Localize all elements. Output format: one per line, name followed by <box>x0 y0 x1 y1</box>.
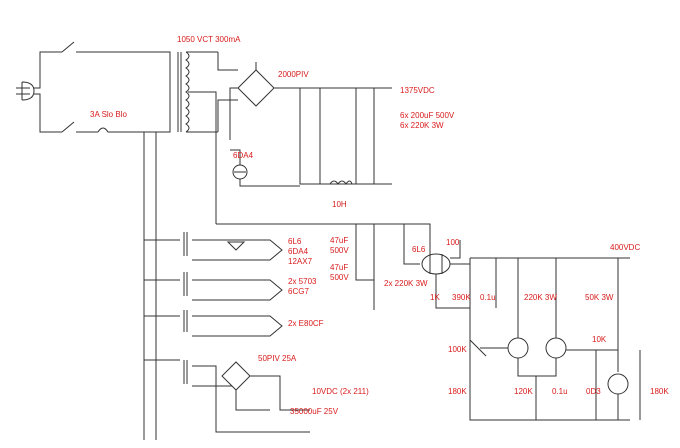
wiring <box>16 41 641 440</box>
label-res-180k-b: 180K <box>650 387 669 396</box>
label-cap-35000: 35000uF 25V <box>290 407 339 416</box>
label-res-10k: 10K <box>592 335 607 344</box>
label-rect-tube: 6DA4 <box>233 151 254 160</box>
label-fil1-c: 12AX7 <box>288 257 313 266</box>
label-cap-47-b: 47uF <box>330 263 348 272</box>
label-res-100: 100 <box>446 238 460 247</box>
label-res-50k-3w: 50K 3W <box>585 293 614 302</box>
label-fuse: 3A Slo Blo <box>90 110 127 119</box>
label-output-lv: 10VDC (2x 211) <box>312 387 369 396</box>
label-pot-100k: 100K <box>448 345 467 354</box>
label-tube-0d3: 0D3 <box>586 387 601 396</box>
label-output-400: 400VDC <box>610 243 640 252</box>
label-res-180k-a: 180K <box>448 387 467 396</box>
label-res-390k: 390K <box>452 293 471 302</box>
label-res-220k-pair: 2x 220K 3W <box>384 279 428 288</box>
label-res-220k-3w: 220K 3W <box>524 293 557 302</box>
label-tube-6l6: 6L6 <box>412 245 426 254</box>
label-fil2-a: 2x 5703 <box>288 277 317 286</box>
label-cap-bank-2: 6x 220K 3W <box>400 121 444 130</box>
label-v500-a: 500V <box>330 246 349 255</box>
label-fil2-b: 6CG7 <box>288 287 309 296</box>
label-output-hv: 1375VDC <box>400 86 435 95</box>
label-fil1-a: 6L6 <box>288 237 302 246</box>
label-cap-01-b: 0.1u <box>552 387 568 396</box>
label-res-120k: 120K <box>514 387 533 396</box>
label-v500-b: 500V <box>330 273 349 282</box>
label-bridge-lv: 50PIV 25A <box>258 354 297 363</box>
label-cap-01: 0.1u <box>480 293 496 302</box>
label-cap-bank-1: 6x 200uF 500V <box>400 111 455 120</box>
label-fil1-b: 6DA4 <box>288 247 309 256</box>
label-choke: 10H <box>332 200 347 209</box>
label-transformer-main: 1050 VCT 300mA <box>177 35 241 44</box>
label-cap-47-a: 47uF <box>330 236 348 245</box>
label-fil3: 2x E80CF <box>288 319 324 328</box>
label-bridge: 2000PIV <box>278 70 309 79</box>
label-res-1k: 1K <box>430 293 440 302</box>
labels: 1050 VCT 300mA 3A Slo Blo 2000PIV 1375VD… <box>90 35 669 416</box>
